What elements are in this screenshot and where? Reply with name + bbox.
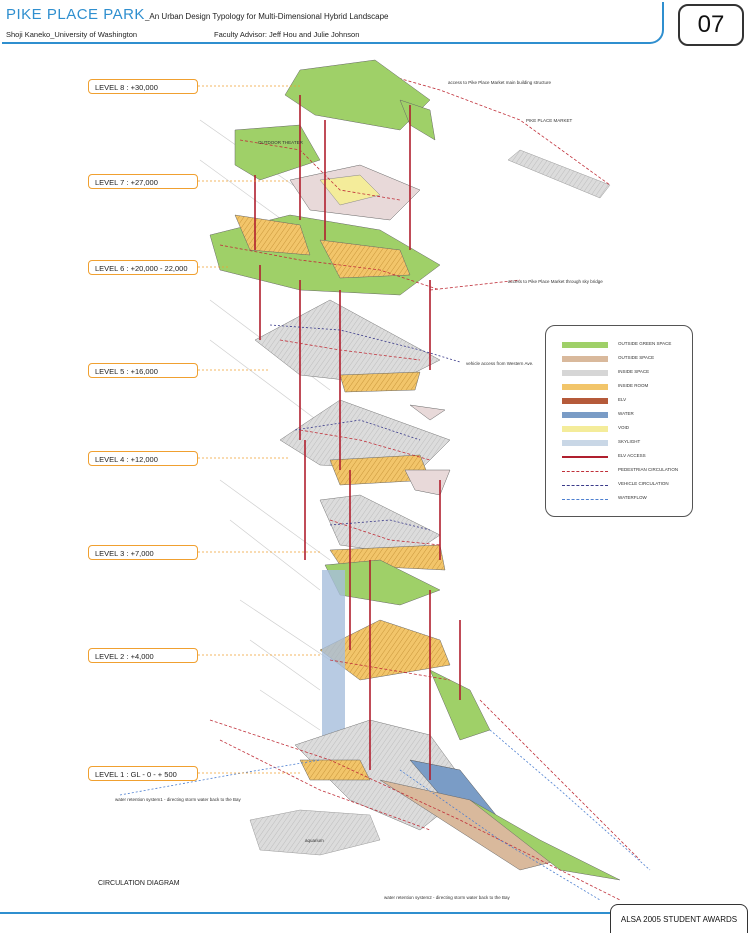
page-number: 07 <box>678 4 744 46</box>
market-building <box>507 149 611 199</box>
footer-rule <box>0 912 610 914</box>
legend-swatch <box>562 426 608 432</box>
level-8-plate <box>284 59 431 131</box>
annotation-water-system-2: water retention system2 - directing stor… <box>384 895 510 900</box>
level-2-label: LEVEL 2 : +4,000 <box>88 648 198 663</box>
legend-swatch <box>562 370 608 376</box>
legend-item: VOID <box>562 424 692 434</box>
vehicle-circulation <box>269 324 461 531</box>
author-line: Shoji Kaneko_University of Washington <box>6 30 138 39</box>
level-4-plate <box>279 399 451 471</box>
level-4-label: LEVEL 4 : +12,000 <box>88 451 198 466</box>
level-1-label: LEVEL 1 : GL - 0 - + 500 <box>88 766 198 781</box>
legend-item: INSIDE SPACE <box>562 368 692 378</box>
advisor-line: Faculty Advisor: Jeff Hou and Julie John… <box>214 30 360 39</box>
level-6-label: LEVEL 6 : +20,000 - 22,000 <box>88 260 198 275</box>
pedestrian-circulation <box>209 139 641 901</box>
level-5-label: LEVEL 5 : +16,000 <box>88 363 198 378</box>
waterflow <box>119 729 651 901</box>
legend-item: OUTSIDE SPACE <box>562 354 692 364</box>
legend-item: WATER <box>562 410 692 420</box>
level-8-label: LEVEL 8 : +30,000 <box>88 79 198 94</box>
aquarium-footprint <box>249 809 381 856</box>
legend-item: ELV <box>562 396 692 406</box>
annotation-vehicle-access: vehicle access from Western Ave. <box>466 361 534 366</box>
legend-item: INSIDE ROOM <box>562 382 692 392</box>
level-3-label: LEVEL 3 : +7,000 <box>88 545 198 560</box>
annotation-pike-place-market: PIKE PLACE MARKET <box>526 118 573 123</box>
legend-swatch <box>562 456 608 458</box>
page-title: PIKE PLACE PARK_An Urban Design Typology… <box>6 6 388 23</box>
legend-item: ELV ACCESS <box>562 452 692 462</box>
annotation-water-system-1: water retention system1 - directing stor… <box>115 797 241 802</box>
legend-swatch <box>562 499 608 500</box>
legend-item: VEHICLE CIRCULATION <box>562 480 692 490</box>
water-column <box>322 570 345 740</box>
legend-swatch <box>562 342 608 348</box>
legend-swatch <box>562 485 608 486</box>
legend-swatch <box>562 356 608 362</box>
annotation-aquarium: aquarium <box>305 838 324 843</box>
annotation-outdoor-theater: OUTDOOR THEATER <box>258 140 303 145</box>
project-subtitle: _An Urban Design Typology for Multi-Dime… <box>144 12 389 21</box>
legend-swatch <box>562 471 608 472</box>
elv-access-columns <box>254 95 461 780</box>
legend-item: WATERFLOW <box>562 494 692 504</box>
diagram-caption: CIRCULATION DIAGRAM <box>98 880 180 887</box>
legend-swatch <box>562 384 608 390</box>
legend-swatch <box>562 440 608 446</box>
legend-swatch <box>562 412 608 418</box>
level-leaders <box>198 85 320 774</box>
legend: OUTSIDE GREEN SPACE OUTSIDE SPACE INSIDE… <box>545 325 693 517</box>
project-title: PIKE PLACE PARK <box>6 6 145 23</box>
annotation-sky-bridge: access to Pike Place Market through sky … <box>508 279 603 284</box>
legend-item: OUTSIDE GREEN SPACE <box>562 340 692 350</box>
header-frame <box>2 2 664 44</box>
legend-item: SKYLIGHT <box>562 438 692 448</box>
level-7-label: LEVEL 7 : +27,000 <box>88 174 198 189</box>
annotation-market-building: access to Pike Place Market main buildin… <box>448 80 552 85</box>
legend-swatch <box>562 398 608 404</box>
legend-item: PEDESTRIAN CIRCULATION <box>562 466 692 476</box>
footer-award: ALSA 2005 STUDENT AWARDS <box>610 904 748 933</box>
